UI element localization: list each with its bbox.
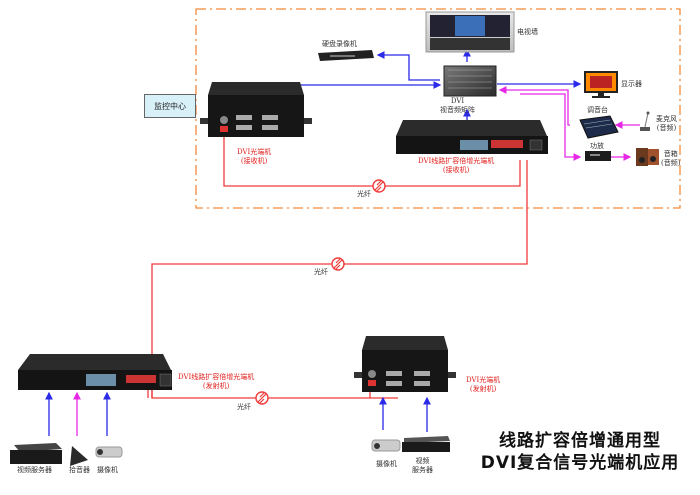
mixer-label: 调音台 — [587, 106, 608, 114]
tx-rack-label-line1: DVI线路扩容倍增光端机 — [178, 373, 255, 381]
speaker-label: 音箱 (音频) — [661, 150, 680, 168]
dvr-icon — [318, 50, 374, 61]
fiber-connector-icon — [331, 257, 345, 271]
server-icon — [10, 443, 62, 464]
monitoring-center-label: 监控中心 — [144, 94, 196, 118]
amplifier-icon — [585, 151, 611, 161]
display-label: 显示器 — [621, 80, 642, 88]
amplifier-label: 功放 — [590, 142, 604, 150]
fiber-transceiver-rack-icon — [396, 120, 548, 154]
fiber-transceiver-rack-icon — [18, 354, 172, 390]
microphone-label-line1: 麦克风 — [656, 115, 677, 123]
tv-wall-icon — [425, 11, 515, 53]
rx-small-label-line2: (接收机) — [240, 156, 268, 165]
diagram-title-line1: 线路扩容倍增通用型 — [499, 431, 661, 451]
video-server-left-label: 视频服务器 — [17, 466, 52, 474]
server-icon — [402, 436, 450, 452]
video-server-right-label-line2: 服务器 — [412, 465, 433, 474]
speaker-label-line1: 音箱 — [663, 150, 678, 158]
tv-wall-label: 电视墙 — [517, 28, 538, 36]
rx-rack-label: DVI线路扩容倍增光端机 (接收机) — [418, 157, 494, 175]
audio-pickup-icon — [70, 446, 88, 466]
fiber-label-top: 光纤 — [357, 190, 371, 198]
dvr-label: 硬盘录像机 — [322, 40, 357, 48]
matrix-label-line2: 视音频矩阵 — [440, 105, 475, 114]
monitoring-center-boundary — [195, 8, 681, 209]
fiber-line-middle — [151, 160, 528, 399]
fiber-line-top — [223, 132, 521, 187]
audio-mixer-icon — [579, 115, 619, 139]
fiber-transceiver-box-icon — [200, 82, 312, 137]
matrix-label: DVI 视音频矩阵 — [440, 97, 475, 115]
fiber-label-bottom: 光纤 — [237, 403, 251, 411]
tx-rack-label: DVI线路扩容倍增光端机 (发射机) — [178, 373, 254, 391]
pickup-label: 拾音器 — [69, 466, 90, 474]
speaker-label-line2: (音频) — [661, 158, 681, 167]
fiber-connector-icon — [372, 179, 386, 193]
video-links — [45, 48, 582, 436]
matrix-switch-icon — [443, 65, 497, 97]
microphone-label-line2: (音频) — [656, 123, 677, 132]
rx-small-label-line1: DVI光端机 — [237, 148, 272, 156]
camera-icon — [371, 439, 401, 452]
matrix-label-line1: DVI — [450, 97, 465, 105]
audio-links — [73, 86, 640, 436]
tx-small-label-line2: (发射机) — [469, 384, 497, 393]
camera-left-label: 摄像机 — [97, 466, 118, 474]
microphone-icon — [640, 111, 650, 131]
rx-small-label: DVI光端机 (接收机) — [237, 148, 271, 166]
fiber-transceiver-box-icon — [354, 336, 456, 392]
rx-rack-label-line2: (接收机) — [442, 165, 470, 174]
fiber-connector-icon — [255, 391, 269, 405]
fiber-label-middle: 光纤 — [314, 268, 328, 276]
rx-rack-label-line1: DVI线路扩容倍增光端机 — [418, 157, 495, 165]
microphone-label: 麦克风 (音频) — [656, 115, 677, 133]
video-server-right-label: 视频 服务器 — [412, 457, 433, 475]
speaker-icon — [636, 148, 659, 166]
video-server-right-label-line1: 视频 — [415, 457, 430, 465]
tx-rack-label-line2: (发射机) — [202, 381, 230, 390]
diagram-title: 线路扩容倍增通用型 DVI复合信号光端机应用 — [470, 430, 690, 474]
monitor-icon — [584, 71, 618, 98]
tx-small-label-line1: DVI光端机 — [466, 376, 501, 384]
diagram-title-line2: DVI复合信号光端机应用 — [480, 453, 680, 473]
camera-icon — [95, 446, 123, 458]
tx-small-label: DVI光端机 (发射机) — [466, 376, 500, 394]
camera-right-label: 摄像机 — [376, 460, 397, 468]
